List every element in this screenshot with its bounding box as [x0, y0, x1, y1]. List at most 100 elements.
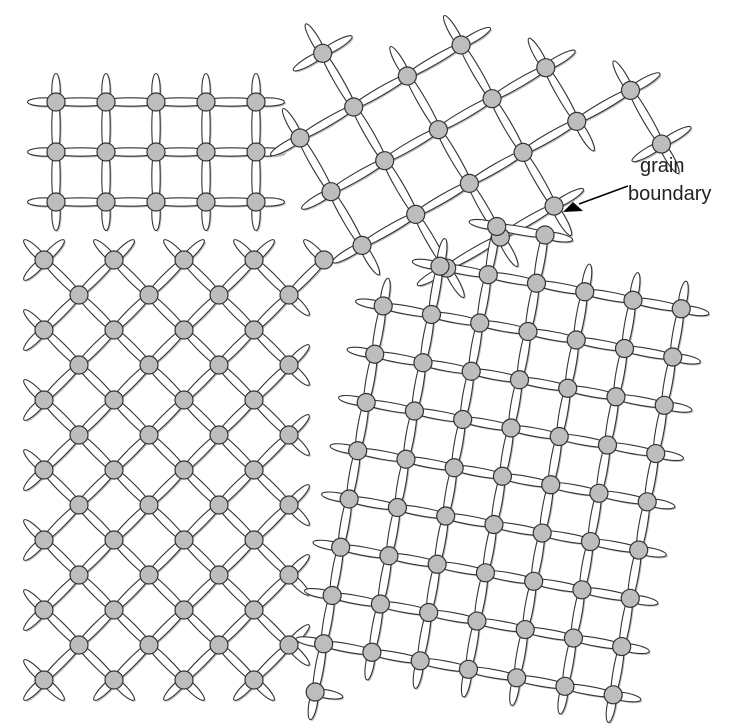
- bottom-left-grain-atom: [105, 251, 123, 269]
- bottom-right-grain-atom: [462, 362, 480, 380]
- top-left-grain-atom: [47, 143, 65, 161]
- bottom-right-grain-atom: [340, 490, 358, 508]
- bottom-left-grain-atom: [35, 531, 53, 549]
- top-right-grain-atom: [460, 174, 478, 192]
- bottom-right-grain-atom: [411, 652, 429, 670]
- bottom-left-grain-atom: [175, 601, 193, 619]
- bottom-right-grain-atom: [380, 547, 398, 565]
- bottom-left-grain-atom: [175, 461, 193, 479]
- bottom-right-grain-atom: [459, 660, 477, 678]
- top-right-grain-atom: [621, 81, 639, 99]
- bottom-right-grain-atom: [485, 516, 503, 534]
- bottom-right-grain-atom: [363, 643, 381, 661]
- bottom-right-grain-atom: [508, 669, 526, 687]
- bottom-right-grain-atom: [405, 402, 423, 420]
- bottom-right-grain-atom: [306, 683, 324, 701]
- bottom-left-grain-atom: [175, 391, 193, 409]
- bottom-left-grain-atom: [245, 251, 263, 269]
- bottom-right-grain-atom: [349, 442, 367, 460]
- bottom-left-grain-atom: [35, 671, 53, 689]
- bottom-left-grain-atom: [175, 251, 193, 269]
- bottom-right-grain-atom: [516, 621, 534, 639]
- bottom-right-grain-atom: [604, 686, 622, 704]
- bottom-left-grain-atom: [245, 671, 263, 689]
- bottom-left-grain-atom: [70, 566, 88, 584]
- bottom-left-grain-atom: [105, 671, 123, 689]
- top-right-grain-atom: [376, 152, 394, 170]
- bottom-right-grain-atom: [638, 493, 656, 511]
- bottom-right-grain-atom: [576, 283, 594, 301]
- top-left-grain-atom: [97, 143, 115, 161]
- bottom-right-grain-atom: [397, 450, 415, 468]
- bottom-left-grain-atom: [105, 321, 123, 339]
- top-left-grain-atom: [197, 193, 215, 211]
- bottom-right-grain-atom: [502, 419, 520, 437]
- bottom-right-grain-atom: [315, 635, 333, 653]
- top-right-grain-atom: [291, 129, 309, 147]
- bottom-right-grain-atom: [613, 638, 631, 656]
- bottom-right-grain-atom: [525, 572, 543, 590]
- bottom-right-grain-atom: [454, 411, 472, 429]
- bottom-left-grain-atom: [280, 356, 298, 374]
- annotation-label-line2: boundary: [628, 183, 711, 205]
- bottom-right-grain-atom: [527, 274, 545, 292]
- bottom-left-grain-atom: [315, 251, 333, 269]
- annotation-leader-line: [579, 186, 628, 204]
- crystal-lattice: [21, 14, 711, 725]
- bottom-left-grain-atom: [280, 286, 298, 304]
- bottom-left-grain-atom: [70, 496, 88, 514]
- bottom-right-grain-atom: [590, 484, 608, 502]
- bottom-right-grain-atom: [323, 587, 341, 605]
- bottom-left-grain-atom: [175, 671, 193, 689]
- bottom-right-grain-atom: [431, 257, 449, 275]
- bottom-right-grain-atom: [655, 396, 673, 414]
- bottom-left-grain-atom: [210, 286, 228, 304]
- top-left-grain-atom: [197, 93, 215, 111]
- bottom-left-grain-atom: [70, 286, 88, 304]
- bottom-right-grain-atom: [420, 604, 438, 622]
- top-left-grain-atom: [197, 143, 215, 161]
- bottom-left-grain-atom: [35, 321, 53, 339]
- bottom-left-grain-atom: [245, 321, 263, 339]
- bottom-left-grain-atom: [35, 251, 53, 269]
- top-right-grain-atom: [537, 59, 555, 77]
- bottom-right-grain-atom: [479, 266, 497, 284]
- top-right-grain-atom: [483, 90, 501, 108]
- bottom-left-grain-atom: [70, 426, 88, 444]
- bottom-left-grain-atom: [210, 356, 228, 374]
- bottom-right-grain-atom: [332, 538, 350, 556]
- bottom-left-grain-atom: [175, 321, 193, 339]
- bottom-left-grain-atom: [280, 496, 298, 514]
- top-left-grain-atom: [247, 193, 265, 211]
- bottom-right-grain-atom: [607, 388, 625, 406]
- bottom-left-grain-atom: [105, 601, 123, 619]
- bottom-left-grain-atom: [245, 461, 263, 479]
- top-left-grain-atom: [47, 193, 65, 211]
- bottom-left-grain-atom: [210, 496, 228, 514]
- bottom-right-grain-atom: [519, 323, 537, 341]
- bottom-left-grain-atom: [210, 426, 228, 444]
- bottom-left-grain-atom: [280, 426, 298, 444]
- top-right-grain-atom: [353, 236, 371, 254]
- bottom-right-grain-atom: [672, 300, 690, 318]
- bottom-left-grain-atom: [140, 636, 158, 654]
- bottom-right-grain-atom: [556, 677, 574, 695]
- bottom-right-grain-atom: [573, 581, 591, 599]
- bottom-right-grain-atom: [581, 533, 599, 551]
- bottom-right-grain-atom: [437, 507, 455, 525]
- bottom-right-grain-atom: [445, 459, 463, 477]
- bottom-left-grain-atom: [280, 566, 298, 584]
- bottom-right-grain-atom: [366, 345, 384, 363]
- bottom-right-grain-atom: [615, 340, 633, 358]
- bottom-right-grain-atom: [414, 354, 432, 372]
- bottom-right-grain-atom: [476, 564, 494, 582]
- bottom-left-grain-atom: [105, 531, 123, 549]
- bottom-right-grain-atom: [542, 476, 560, 494]
- grain-boundary-annotation: grain boundary: [563, 155, 711, 212]
- top-right-grain-atom: [545, 197, 563, 215]
- bottom-right-grain-atom: [388, 499, 406, 517]
- bottom-right-grain-atom: [647, 445, 665, 463]
- bottom-left-grain-atom: [70, 356, 88, 374]
- bottom-right-grain-atom: [664, 348, 682, 366]
